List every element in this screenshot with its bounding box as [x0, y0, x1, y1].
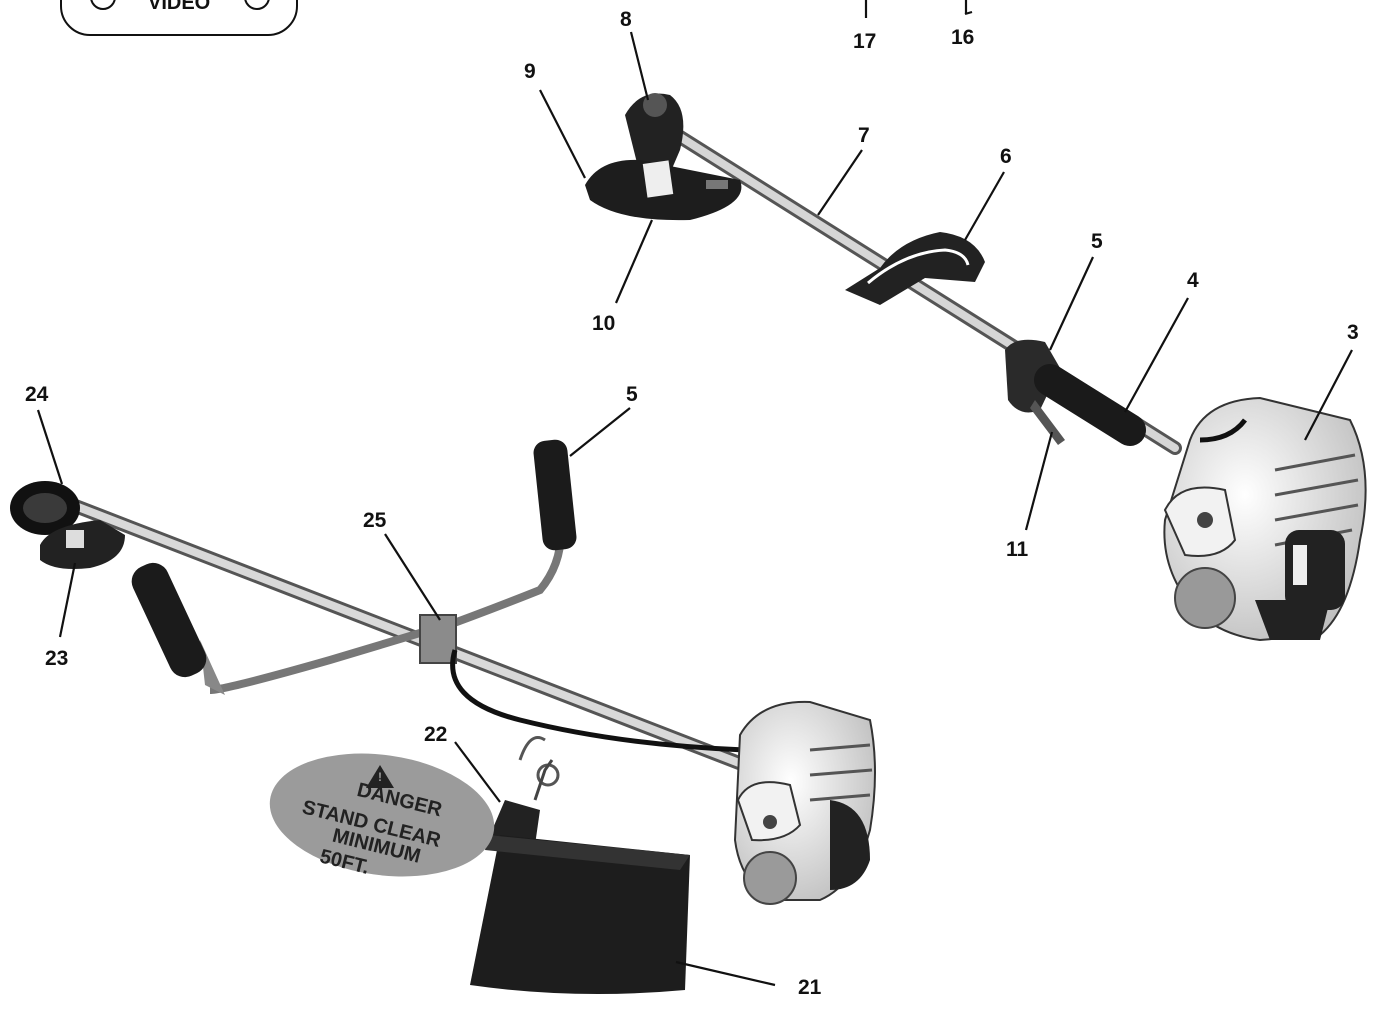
- callout-5-lower: 5: [626, 383, 638, 406]
- callout-6: 6: [1000, 145, 1012, 168]
- right-handlebar-bar: [433, 519, 565, 634]
- upper-trimmer: [585, 93, 1367, 642]
- lower-brushcutter: [10, 439, 876, 994]
- handlebar-clamp: [419, 614, 457, 664]
- throttle-cable: [450, 649, 746, 753]
- left-handlebar-grip: [131, 562, 207, 678]
- callout-21: 21: [798, 976, 822, 999]
- harness-hip-pad: [470, 835, 690, 994]
- callout-10: 10: [592, 312, 616, 335]
- right-handlebar-grip: [533, 439, 577, 551]
- loop-handle: [845, 232, 985, 305]
- warning-triangle-icon: [366, 765, 394, 788]
- callout-17: 17: [853, 30, 877, 53]
- lower-engine: [733, 700, 876, 905]
- callout-9: 9: [524, 60, 536, 83]
- callout-5-upper: 5: [1091, 230, 1103, 253]
- callout-4: 4: [1187, 269, 1199, 292]
- callout-16: 16: [951, 26, 975, 49]
- callout-3: 3: [1347, 321, 1359, 344]
- callout-11: 11: [1006, 538, 1029, 561]
- upper-engine: [1163, 396, 1367, 642]
- left-handlebar-bar: [209, 626, 432, 694]
- throttle-trigger: [1030, 400, 1065, 445]
- harness-buckle: [490, 800, 540, 845]
- video-label: VIDEO: [148, 0, 211, 14]
- rear-grip: [1034, 364, 1146, 446]
- key-chain: [533, 759, 554, 801]
- leader-lines: [36, 0, 1353, 987]
- svg-text:!: !: [378, 770, 382, 784]
- callout-7: 7: [858, 124, 870, 147]
- callout-8: 8: [620, 8, 632, 31]
- callout-23: 23: [45, 647, 69, 670]
- danger-sign: ! DANGER STAND CLEAR MINIMUM 50FT.: [269, 753, 495, 879]
- callout-22: 22: [424, 723, 448, 746]
- callout-25: 25: [363, 509, 387, 532]
- callout-24: 24: [25, 383, 49, 406]
- shield-warning-label: [642, 160, 674, 198]
